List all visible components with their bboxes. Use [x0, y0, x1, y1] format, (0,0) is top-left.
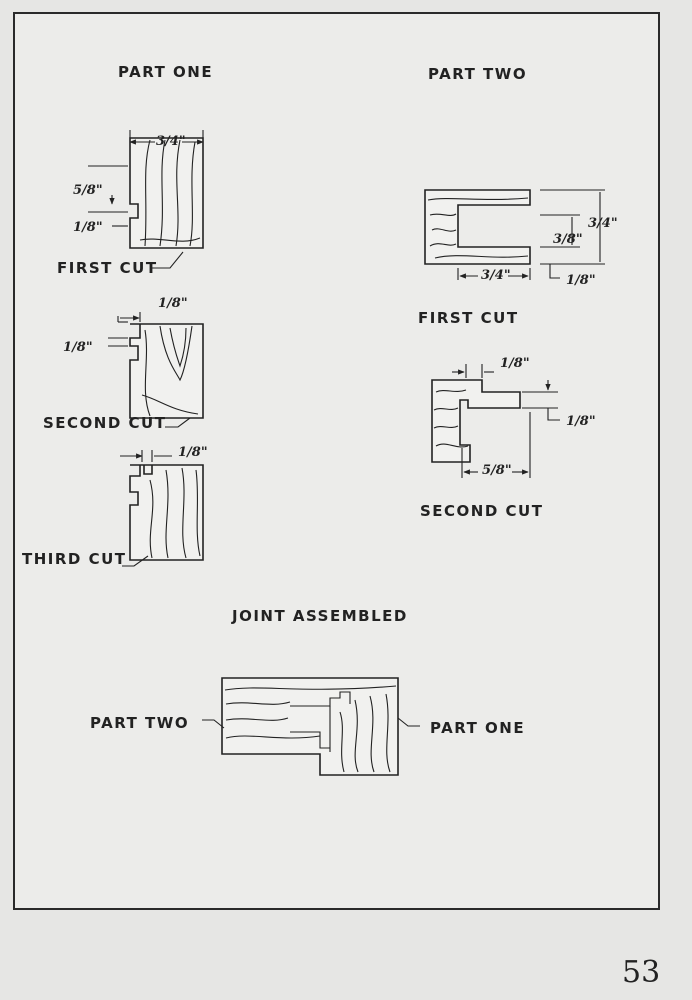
part-two-heading: PART TWO	[428, 65, 528, 83]
part-one-second-cut-drawing	[108, 312, 204, 428]
p1-first-groove-dim: 1/8"	[73, 220, 103, 235]
assembled-part-two-label: PART TWO	[90, 714, 190, 732]
part-one-first-cut-label: FIRST CUT	[57, 259, 158, 277]
p1-first-width-dim: 3/4"	[156, 134, 186, 149]
assembled-part-one-label: PART ONE	[430, 719, 526, 737]
p1-third-top-dim: 1/8"	[178, 445, 208, 460]
p1-second-top-dim: 1/8"	[158, 296, 188, 311]
part-one-first-cut-drawing	[88, 130, 204, 269]
p2-second-right-dim: 1/8"	[566, 414, 596, 429]
p2-first-depth-dim: 3/4"	[481, 268, 511, 283]
part-two-second-cut-label: SECOND CUT	[420, 502, 544, 520]
p2-second-bottom-dim: 5/8"	[482, 463, 512, 478]
p2-first-height-dim: 3/4"	[588, 216, 618, 231]
p1-second-side-dim: 1/8"	[63, 340, 93, 355]
p1-first-top-dim: 5/8"	[73, 183, 103, 198]
part-one-third-cut-drawing	[120, 450, 204, 567]
p2-first-lip-dim: 1/8"	[566, 273, 596, 288]
part-two-second-cut-drawing	[431, 364, 560, 478]
part-one-second-cut-label: SECOND CUT	[43, 414, 167, 432]
page-number: 53	[622, 955, 661, 990]
part-two-first-cut-label: FIRST CUT	[418, 309, 519, 327]
joint-assembled-drawing	[202, 677, 420, 776]
joint-assembled-heading: JOINT ASSEMBLED	[232, 607, 408, 625]
part-one-third-cut-label: THIRD CUT	[22, 550, 127, 568]
p2-first-inner-dim: 3/8"	[553, 232, 583, 247]
part-two-first-cut-drawing	[424, 189, 605, 280]
part-one-heading: PART ONE	[118, 63, 214, 81]
p2-second-top-dim: 1/8"	[500, 356, 530, 371]
